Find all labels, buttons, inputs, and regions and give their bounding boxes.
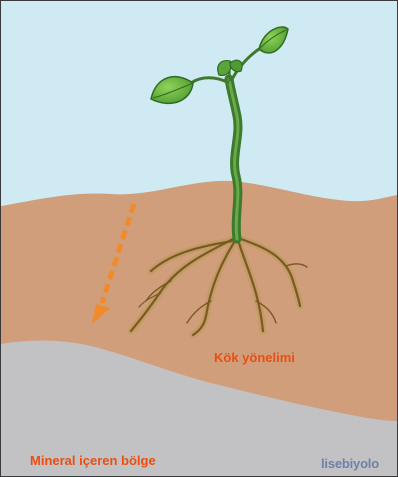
mineral-zone-label: Mineral içeren bölge: [30, 453, 156, 468]
root-tropism-label: Kök yönelimi: [214, 350, 295, 365]
watermark-text: lisebiyolo: [321, 456, 379, 471]
leaf-bud: [218, 61, 231, 76]
